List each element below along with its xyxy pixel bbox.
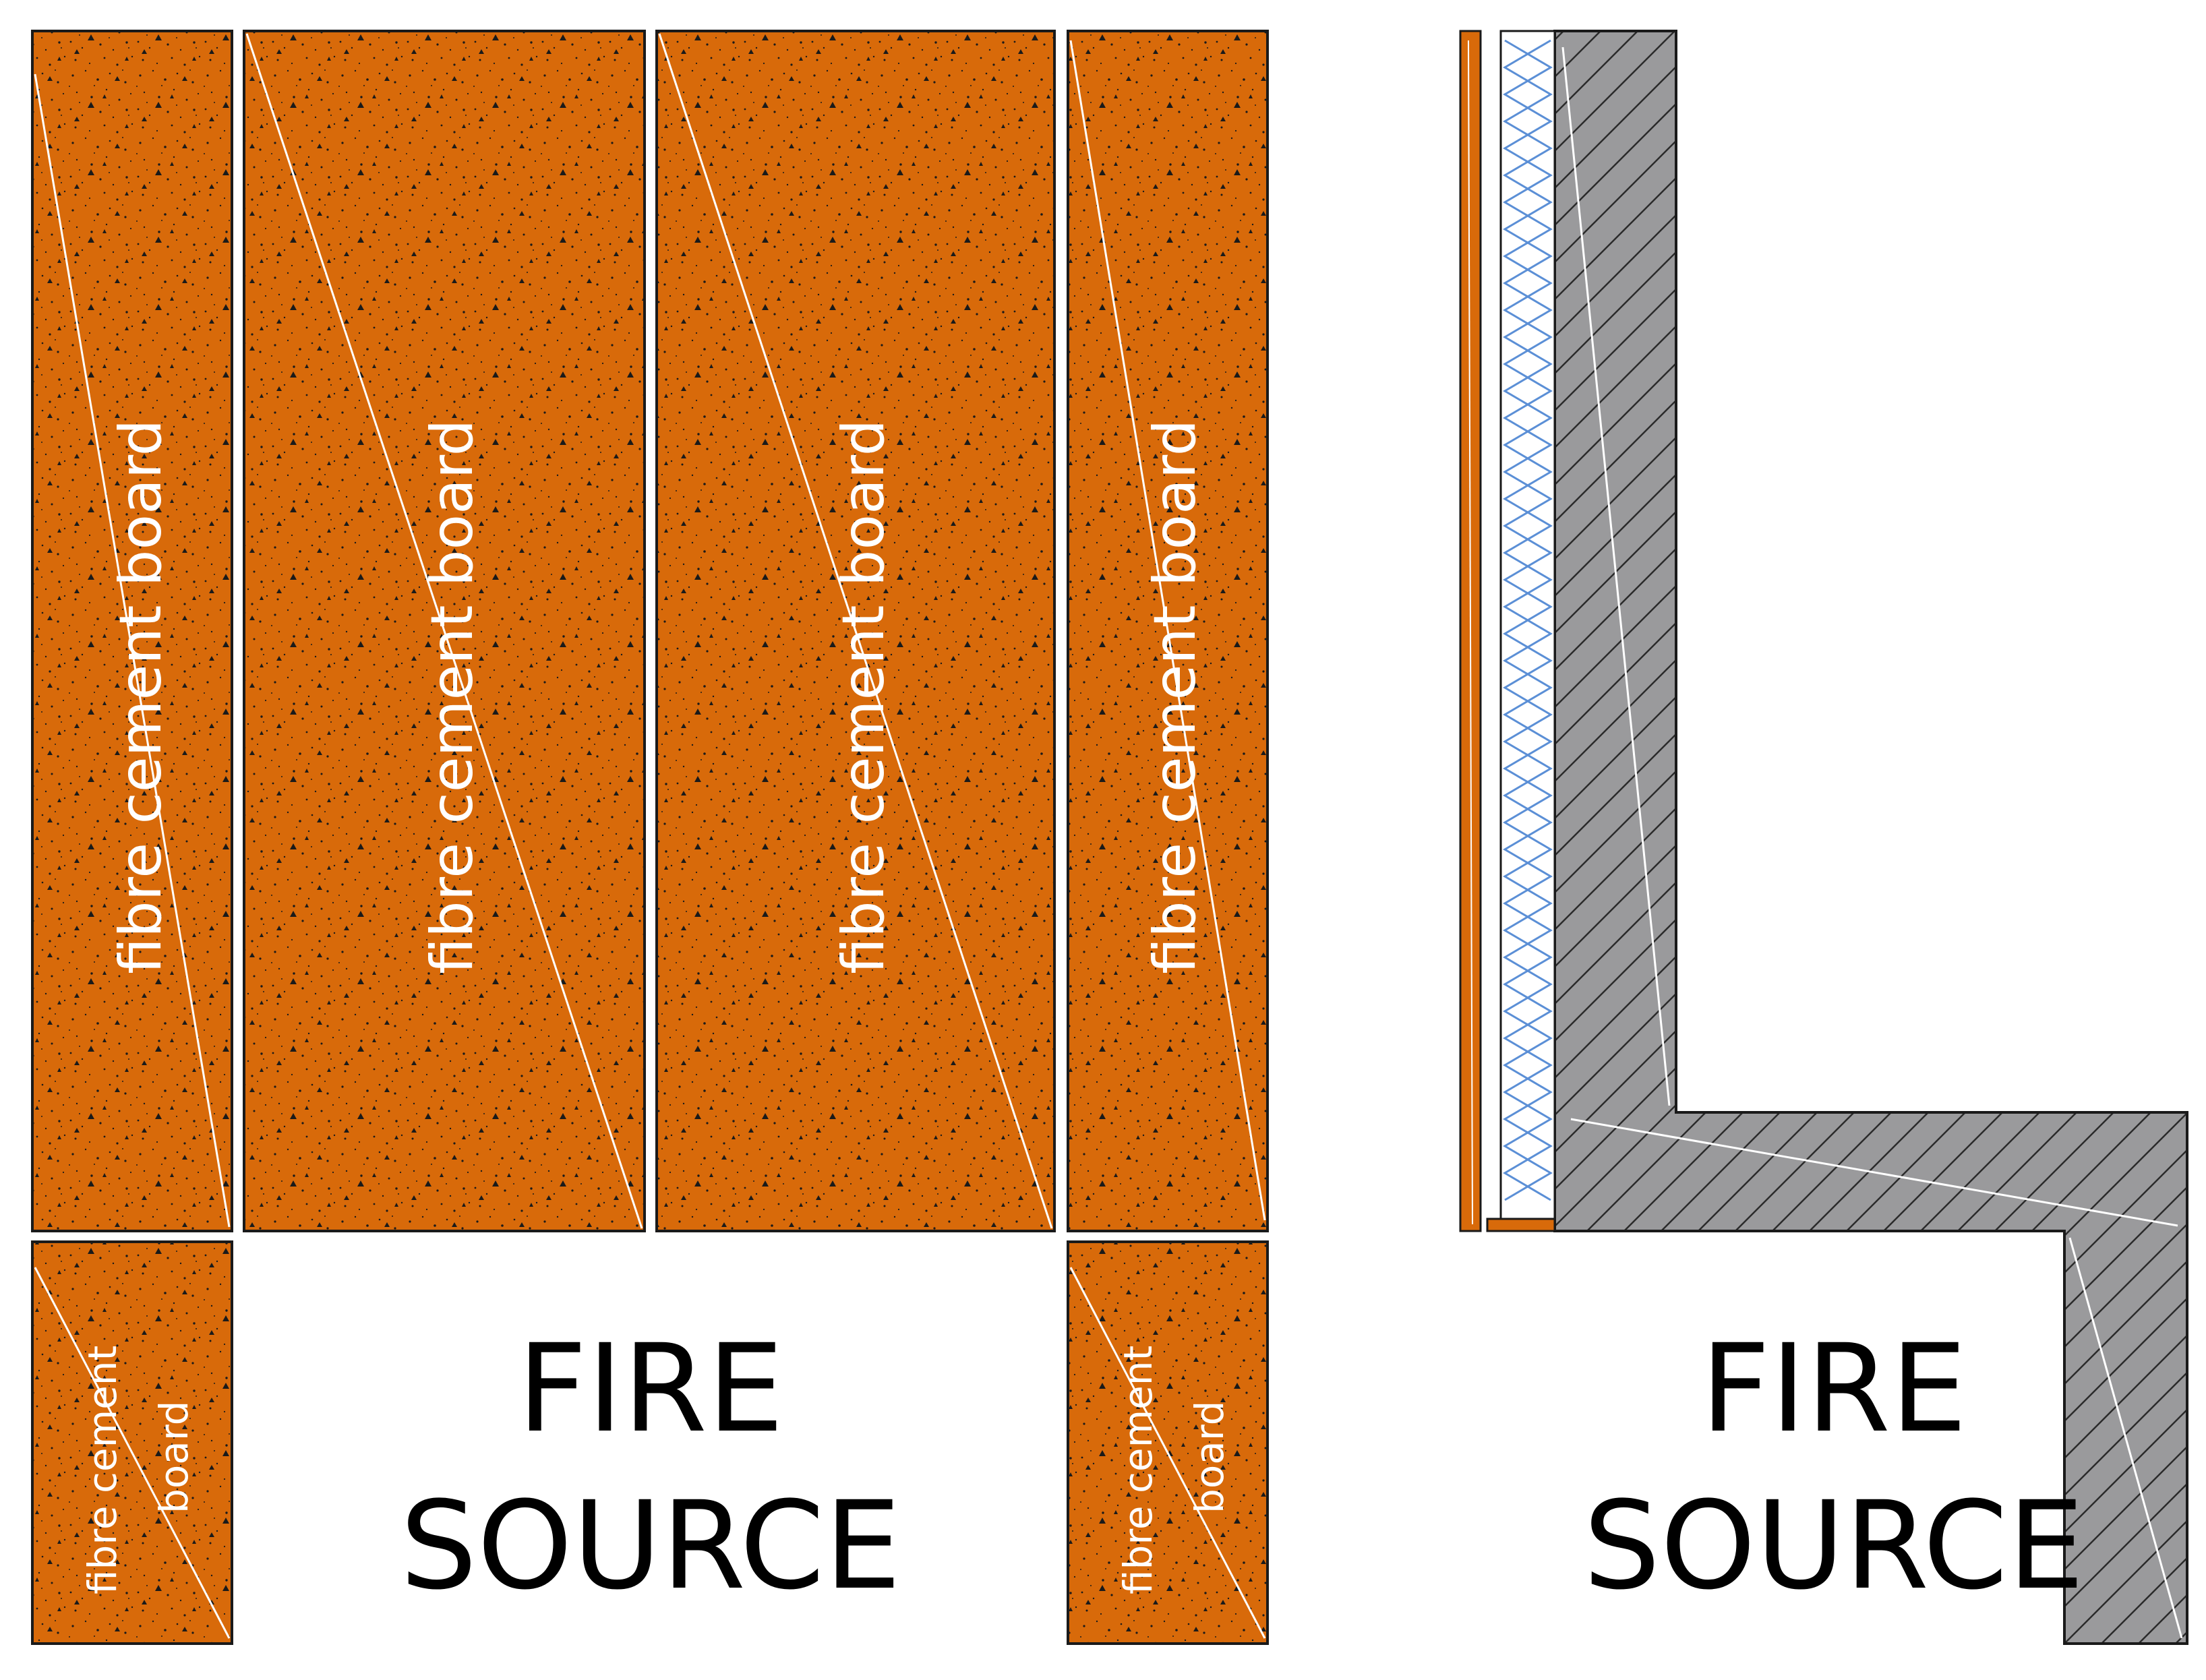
board-label-2: fibre cement board (419, 419, 486, 974)
panel-diagonal-line (245, 33, 643, 1229)
panel-diagonal-line (658, 33, 1053, 1229)
panel-diagonal-line (34, 73, 231, 1228)
fire-source-label-line2: SOURCE (400, 1476, 901, 1617)
fire-barrier-strip (1486, 1218, 1556, 1232)
small-board-panel-right (1067, 1240, 1269, 1645)
small-board-label-line2: board (1187, 1401, 1232, 1514)
concrete-wall-and-slab (1553, 30, 2188, 1645)
board-label-4: fibre cement board (1141, 419, 1209, 974)
panel-diagonal-line (34, 1267, 231, 1639)
fire-source-label-line2: SOURCE (1583, 1476, 2084, 1617)
board-panel-1 (31, 30, 233, 1232)
small-board-label-line1: fibre cement (1115, 1346, 1161, 1594)
board-label-3: fibre cement board (830, 419, 897, 974)
section-diagonal-line (1570, 1118, 2178, 1227)
panel-diagonal-line (1069, 1267, 1266, 1639)
small-board-label-line1: fibre cement (80, 1346, 125, 1594)
vertical-section: FIRE SOURCE (1459, 30, 2188, 1645)
fire-source-label-line1: FIRE (517, 1319, 783, 1460)
small-board-panel-left (31, 1240, 233, 1645)
insulation-zigzag (1503, 39, 1553, 1201)
panel-diagonal-line (1069, 40, 1266, 1221)
section-diagonal-line (1561, 47, 1671, 1106)
fire-source-label-line1: FIRE (1700, 1319, 1967, 1460)
front-elevation: fibre cement board fibre cement board fi… (31, 30, 1269, 1645)
board-label-1: fibre cement board (107, 419, 175, 974)
section-diagonal-line (2068, 1237, 2183, 1639)
insulation-layer (1499, 30, 1556, 1222)
section-diagonal-line (1468, 40, 1473, 1225)
small-board-label-line2: board (151, 1401, 197, 1514)
